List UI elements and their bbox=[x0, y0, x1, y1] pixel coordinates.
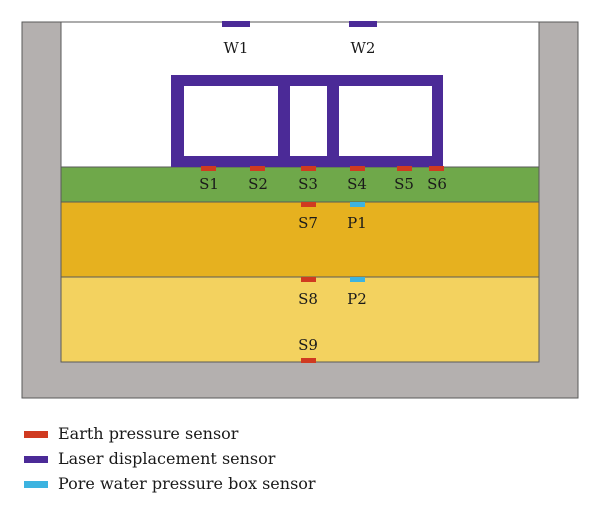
label-s7: S7 bbox=[298, 214, 318, 232]
label-p2: P2 bbox=[347, 290, 367, 308]
label-w1: W1 bbox=[224, 39, 249, 57]
label-s3: S3 bbox=[298, 175, 318, 193]
earth-sensor-s3 bbox=[301, 166, 316, 171]
label-s4: S4 bbox=[347, 175, 367, 193]
label-p1: P1 bbox=[347, 214, 367, 232]
pore-water-swatch bbox=[24, 481, 48, 488]
earth-sensor-s8 bbox=[301, 277, 316, 282]
earth-sensor-s9 bbox=[301, 358, 316, 363]
legend-label-laser-displacement: Laser displacement sensor bbox=[58, 449, 276, 468]
top-soil-layer bbox=[60, 166, 540, 203]
laser-displacement-swatch bbox=[24, 456, 48, 463]
middle-soil-layer bbox=[60, 201, 540, 278]
structure-frame bbox=[171, 75, 443, 167]
label-s1: S1 bbox=[199, 175, 219, 193]
earth-pressure-swatch bbox=[24, 431, 48, 438]
earth-sensor-s4 bbox=[350, 166, 365, 171]
earth-sensor-s6 bbox=[429, 166, 444, 171]
label-w2: W2 bbox=[351, 39, 376, 57]
laser-sensor-w1 bbox=[222, 21, 250, 27]
label-s9: S9 bbox=[298, 336, 318, 354]
earth-sensor-s7 bbox=[301, 202, 316, 207]
pore-sensor-p2 bbox=[350, 277, 365, 282]
earth-sensor-s5 bbox=[397, 166, 412, 171]
legend-label-earth-pressure: Earth pressure sensor bbox=[58, 424, 239, 443]
legend-label-pore-water: Pore water pressure box sensor bbox=[58, 474, 316, 493]
earth-sensor-s2 bbox=[250, 166, 265, 171]
pore-sensor-p1 bbox=[350, 202, 365, 207]
label-s2: S2 bbox=[248, 175, 268, 193]
label-s8: S8 bbox=[298, 290, 318, 308]
laser-sensor-w2 bbox=[349, 21, 377, 27]
label-s5: S5 bbox=[394, 175, 414, 193]
earth-sensor-s1 bbox=[201, 166, 216, 171]
label-s6: S6 bbox=[427, 175, 447, 193]
legend: Earth pressure sensor Laser displacement… bbox=[24, 424, 316, 493]
